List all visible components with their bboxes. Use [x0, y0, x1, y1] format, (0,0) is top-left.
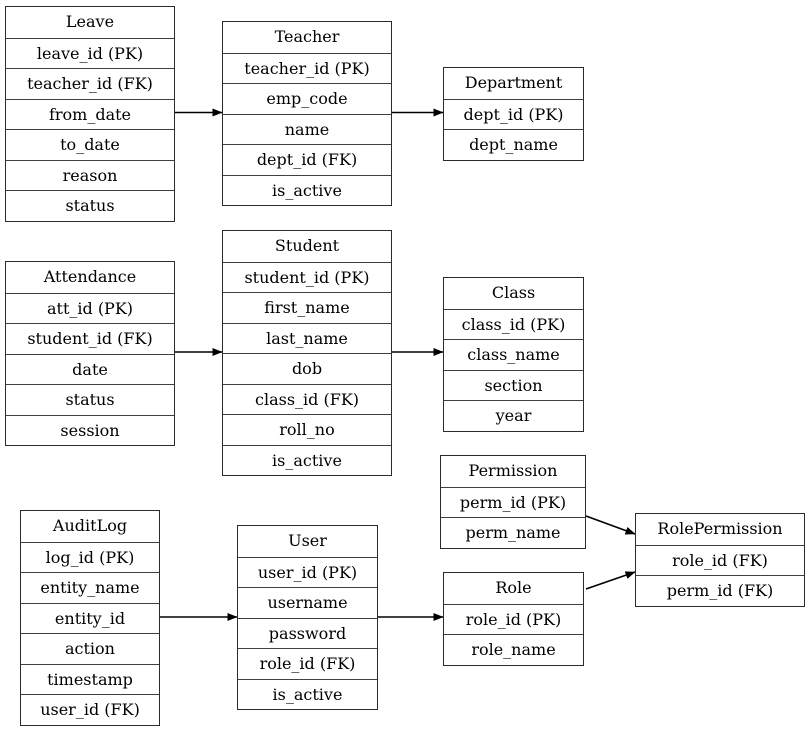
entity-leave-field-2: from_date [6, 98, 174, 129]
entity-user-field-3: role_id (FK) [238, 648, 377, 679]
entity-class-title: Class [444, 278, 583, 309]
entity-user-title: User [238, 526, 377, 557]
entity-auditlog-field-4: timestamp [21, 663, 159, 694]
entity-teacher-field-2: name [223, 113, 391, 144]
entity-teacher-field-0: teacher_id (PK) [223, 52, 391, 83]
entity-auditlog-field-2: entity_id [21, 602, 159, 633]
entity-teacher-field-1: emp_code [223, 83, 391, 114]
entity-leave-field-3: to_date [6, 129, 174, 160]
entity-auditlog-field-1: entity_name [21, 572, 159, 603]
entity-department-title: Department [444, 68, 583, 99]
entity-auditlog-field-3: action [21, 633, 159, 664]
entity-rolepermission-title: RolePermission [636, 514, 804, 545]
entity-attendance[interactable]: Attendance att_id (PK) student_id (FK) d… [5, 261, 175, 446]
entity-student-field-4: class_id (FK) [223, 383, 391, 414]
entity-leave-title: Leave [6, 7, 174, 38]
entity-rolepermission[interactable]: RolePermission role_id (FK) perm_id (FK) [635, 513, 805, 607]
entity-permission-field-0: perm_id (PK) [441, 486, 585, 517]
entity-rolepermission-field-1: perm_id (FK) [636, 575, 804, 606]
entity-role-field-0: role_id (PK) [444, 603, 583, 634]
entity-auditlog-field-0: log_id (PK) [21, 541, 159, 572]
entity-department-field-0: dept_id (PK) [444, 98, 583, 129]
entity-class-field-1: class_name [444, 339, 583, 370]
entity-user[interactable]: User user_id (PK) username password role… [237, 525, 378, 710]
entity-student-field-2: last_name [223, 322, 391, 353]
entity-leave-field-4: reason [6, 159, 174, 190]
entity-user-field-1: username [238, 587, 377, 618]
entity-attendance-title: Attendance [6, 262, 174, 293]
entity-rolepermission-field-0: role_id (FK) [636, 544, 804, 575]
entity-attendance-field-0: att_id (PK) [6, 292, 174, 323]
entity-class-field-0: class_id (PK) [444, 308, 583, 339]
edge-role-to-rolepermission [585, 571, 636, 590]
entity-department[interactable]: Department dept_id (PK) dept_name [443, 67, 584, 161]
entity-student-title: Student [223, 231, 391, 262]
entity-permission-field-1: perm_name [441, 517, 585, 548]
entity-attendance-field-2: date [6, 353, 174, 384]
entity-attendance-field-1: student_id (FK) [6, 323, 174, 354]
entity-leave[interactable]: Leave leave_id (PK) teacher_id (FK) from… [5, 6, 175, 222]
entity-role[interactable]: Role role_id (PK) role_name [443, 572, 584, 666]
entity-leave-field-5: status [6, 190, 174, 221]
entity-user-field-4: is_active [238, 678, 377, 709]
entity-class[interactable]: Class class_id (PK) class_name section y… [443, 277, 584, 432]
edge-permission-to-rolepermission [585, 515, 636, 535]
entity-user-field-0: user_id (PK) [238, 556, 377, 587]
entity-teacher-field-3: dept_id (FK) [223, 144, 391, 175]
entity-student-field-6: is_active [223, 444, 391, 475]
entity-attendance-field-3: status [6, 384, 174, 415]
entity-role-field-1: role_name [444, 634, 583, 665]
entity-permission-title: Permission [441, 456, 585, 487]
entity-student-field-5: roll_no [223, 414, 391, 445]
entity-attendance-field-4: session [6, 414, 174, 445]
entity-class-field-2: section [444, 369, 583, 400]
entity-student-field-1: first_name [223, 292, 391, 323]
entity-teacher[interactable]: Teacher teacher_id (PK) emp_code name de… [222, 21, 392, 206]
entity-auditlog-field-5: user_id (FK) [21, 694, 159, 725]
entity-user-field-2: password [238, 617, 377, 648]
entity-teacher-title: Teacher [223, 22, 391, 53]
entity-auditlog-title: AuditLog [21, 511, 159, 542]
entity-role-title: Role [444, 573, 583, 604]
entity-teacher-field-4: is_active [223, 174, 391, 205]
entity-leave-field-0: leave_id (PK) [6, 37, 174, 68]
entity-department-field-1: dept_name [444, 129, 583, 160]
entity-auditlog[interactable]: AuditLog log_id (PK) entity_name entity_… [20, 510, 160, 726]
entity-student-field-3: dob [223, 353, 391, 384]
entity-student-field-0: student_id (PK) [223, 261, 391, 292]
entity-permission[interactable]: Permission perm_id (PK) perm_name [440, 455, 586, 549]
entity-student[interactable]: Student student_id (PK) first_name last_… [222, 230, 392, 476]
entity-class-field-3: year [444, 400, 583, 431]
entity-leave-field-1: teacher_id (FK) [6, 68, 174, 99]
